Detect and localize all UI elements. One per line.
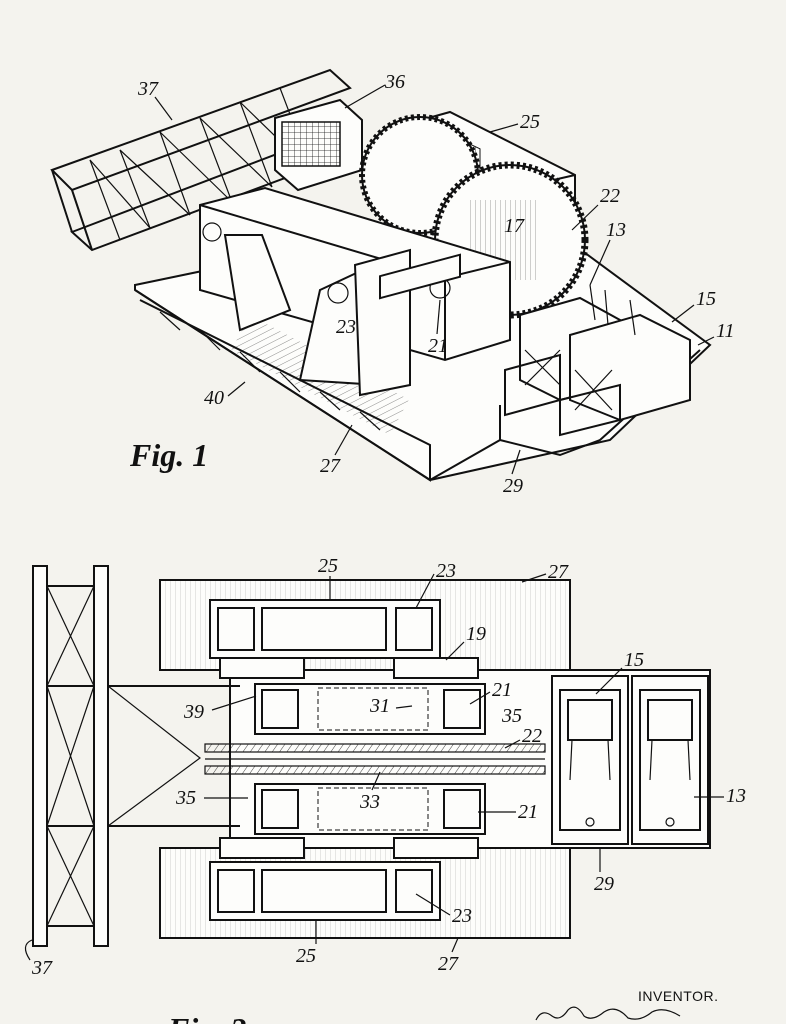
bearing-blocks xyxy=(219,657,479,859)
ref-numeral: 15 xyxy=(624,649,644,671)
ref-numeral: 35 xyxy=(175,787,196,809)
ref-numeral: 29 xyxy=(503,475,523,497)
front-frame xyxy=(199,186,511,397)
ref-numeral: 22 xyxy=(600,185,620,207)
ref-numeral: 39 xyxy=(183,701,204,723)
ref-numeral: 19 xyxy=(466,623,486,645)
inventor-signature xyxy=(535,1006,681,1021)
ref-numeral: 33 xyxy=(359,791,380,813)
ref-numeral: 25 xyxy=(318,555,338,577)
boom-truss-plan xyxy=(32,565,240,947)
ref-numeral: 25 xyxy=(520,111,540,133)
ref-numeral: 35 xyxy=(501,705,522,727)
grille-housing xyxy=(274,98,363,192)
inventor-label: INVENTOR. xyxy=(638,988,719,1004)
ref-numeral: 29 xyxy=(594,873,614,895)
ref-numeral: 27 xyxy=(438,953,459,975)
saw-gears xyxy=(359,114,589,319)
engine-units-plan xyxy=(551,675,709,845)
ref-numeral: 37 xyxy=(31,957,53,979)
ref-numeral: 31 xyxy=(369,695,390,717)
ref-numeral: 15 xyxy=(696,288,716,310)
ref-numeral: 22 xyxy=(522,725,542,747)
boom-truss xyxy=(50,68,362,252)
figure-2-label: Fig. 2 xyxy=(167,1011,246,1024)
ref-numeral: 13 xyxy=(726,785,746,807)
frame-lower xyxy=(209,861,441,921)
frame-upper xyxy=(209,599,441,659)
ref-numeral: 23 xyxy=(436,560,456,582)
engine-units xyxy=(504,284,691,437)
figure-1-label: Fig. 1 xyxy=(129,437,208,473)
ref-numeral: 27 xyxy=(548,561,569,583)
ref-numeral: 21 xyxy=(428,335,448,357)
ref-numeral: 40 xyxy=(204,387,224,409)
ref-numeral: 17 xyxy=(504,215,525,237)
figure-1-perspective-view: 37 36 25 22 17 13 15 11 23 21 40 27 29 F… xyxy=(50,68,735,497)
ref-numeral: 36 xyxy=(384,71,405,93)
ref-numeral: 27 xyxy=(320,455,341,477)
ref-numeral: 37 xyxy=(137,78,159,100)
ref-numeral: 21 xyxy=(492,679,512,701)
figure-2-plan-view: 25 23 27 19 15 21 39 31 35 22 35 33 21 xyxy=(24,555,746,1024)
ref-numeral: 13 xyxy=(606,219,626,241)
figure-1-refs: 37 36 25 22 17 13 15 11 23 21 40 27 29 F… xyxy=(129,71,735,497)
ref-numeral: 11 xyxy=(716,320,735,342)
figure-2-refs: 25 23 27 19 15 21 39 31 35 22 35 33 21 xyxy=(24,555,746,1024)
ref-numeral: 23 xyxy=(336,316,356,338)
inner-frames xyxy=(254,683,486,835)
ref-numeral: 25 xyxy=(296,945,316,967)
saw-blades xyxy=(204,743,546,775)
ref-numeral: 23 xyxy=(452,905,472,927)
ref-numeral: 21 xyxy=(518,801,538,823)
